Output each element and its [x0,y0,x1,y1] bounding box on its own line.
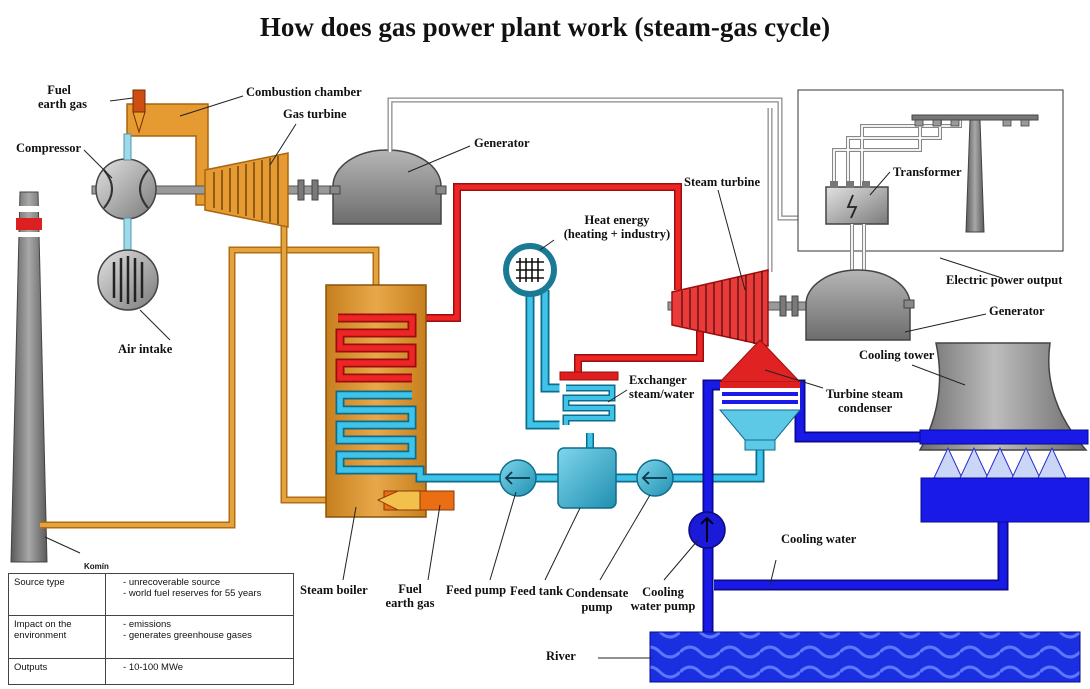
info-value: 10-100 MWe [123,662,288,673]
label-river: River [546,649,576,663]
steam-turbine [667,269,811,347]
label-gas-turbine: Gas turbine [283,107,347,121]
label-compressor: Compressor [16,141,82,155]
leader-lines [44,95,1003,659]
river [649,631,1081,683]
label-steam-turbine: Steam turbine [684,175,761,189]
label-air-intake: Air intake [118,342,173,356]
cooling-tower [918,342,1090,523]
diagram-title: How does gas power plant work (steam-gas… [259,12,831,42]
label-komin: Komín [84,562,109,571]
feed-pump [499,459,537,497]
label-combustion-chamber: Combustion chamber [246,85,362,99]
turbine-steam-condenser [718,339,802,451]
label-feed-tank: Feed tank [510,584,564,598]
info-value: emissions [123,619,288,630]
label-heat-energy: Heat energy(heating + industry) [563,213,671,241]
info-key: Impact on the environment [8,615,106,659]
heat-energy-consumer [503,243,557,297]
info-value: generates greenhouse gases [123,630,288,641]
feed-tank [557,447,617,509]
info-row-source-type: Source type unrecoverable source world f… [8,572,294,617]
label-generator-right: Generator [989,304,1045,318]
gas-turbine [204,152,289,228]
label-cooling-water: Cooling water [781,532,857,546]
chimney [10,191,48,563]
label-generator-top: Generator [474,136,530,150]
label-feed-pump: Feed pump [446,583,507,597]
generator-right [805,269,915,341]
info-key: Outputs [8,657,106,686]
cooling-water-pump [688,511,726,549]
info-row-impact: Impact on the environment emissions gene… [8,615,294,659]
generator-top [329,149,447,225]
info-value: world fuel reserves for 55 years [123,588,288,599]
label-transformer: Transformer [893,165,962,179]
steam-boiler [325,284,455,518]
label-electric-power-output: Electric power output [946,273,1063,287]
label-steam-boiler: Steam boiler [300,583,368,597]
heat-exchanger [559,371,619,450]
info-values: unrecoverable source world fuel reserves… [105,572,294,617]
info-table: Source type unrecoverable source world f… [8,572,294,686]
transformer-area [797,89,1064,252]
label-cooling-tower: Cooling tower [859,348,935,362]
info-row-outputs: Outputs 10-100 MWe [8,657,294,686]
air-intake [97,249,159,311]
info-values: 10-100 MWe [105,657,294,686]
condensate-pump [636,459,674,497]
compressor [95,133,157,255]
info-values: emissions generates greenhouse gases [105,615,294,659]
info-value: unrecoverable source [123,577,288,588]
info-key: Source type [8,572,106,617]
